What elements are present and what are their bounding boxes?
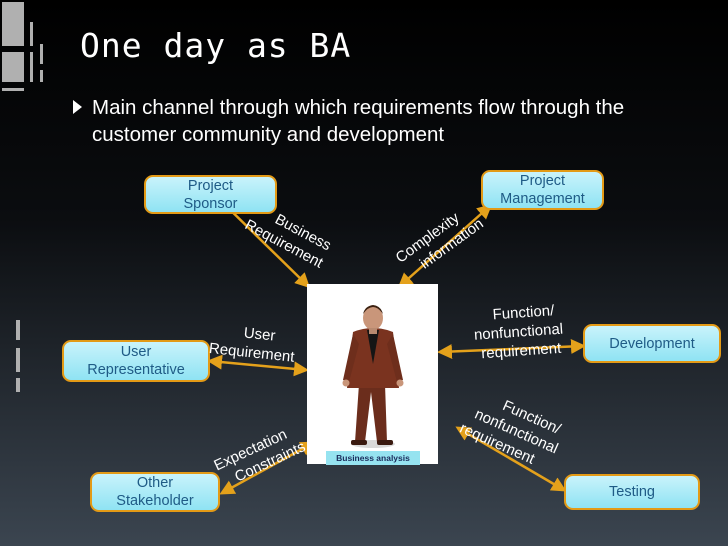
page-title: One day as BA <box>80 26 352 65</box>
arrow-management <box>397 204 493 288</box>
bullet-text: Main channel through which requirements … <box>92 96 625 146</box>
arrow-other <box>219 441 316 495</box>
node-label: Project <box>519 173 566 189</box>
decor-bar <box>40 70 43 82</box>
decor-bar <box>16 320 20 340</box>
node-label: User <box>120 344 152 360</box>
business-analyst-card: Business analysis <box>307 284 438 465</box>
node-label: Stakeholder <box>116 493 194 509</box>
decor-bar <box>2 2 24 46</box>
arrow-testing <box>455 426 567 492</box>
decor-bar <box>2 88 24 91</box>
node-label: Other <box>136 475 174 491</box>
node-testing: Testing <box>564 474 700 510</box>
decor-bar <box>40 44 43 64</box>
decor-bar <box>16 348 20 372</box>
node-label: Testing <box>609 484 655 500</box>
flow-label-function-development: Function/ nonfunctional requirement <box>473 301 565 363</box>
node-label: Development <box>609 335 695 352</box>
node-label: Sponsor <box>183 195 238 212</box>
bullet-item: Main channel through which requirements … <box>73 94 712 148</box>
business-analyst-figure-icon <box>342 305 404 448</box>
center-caption: Business analysis <box>326 451 420 465</box>
node-label: Management <box>500 191 585 207</box>
bullet-arrow-icon <box>73 100 82 114</box>
decor-bar <box>16 378 20 392</box>
node-label: Representative <box>87 362 185 378</box>
arrow-development <box>437 339 586 359</box>
decor-bar <box>30 22 33 46</box>
node-label: Project <box>187 177 234 194</box>
node-development: Development <box>583 324 721 363</box>
arrow-user-rep <box>207 354 309 377</box>
decor-bar <box>30 52 33 82</box>
decor-bar <box>2 52 24 82</box>
